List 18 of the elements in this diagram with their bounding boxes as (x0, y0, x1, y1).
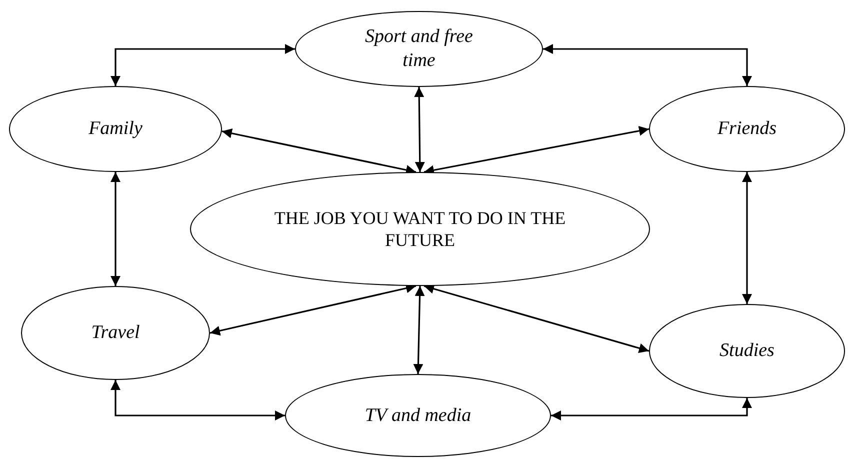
topic-label: Travel (91, 321, 140, 345)
double-arrow (210, 283, 416, 336)
topic-label: Studies (720, 339, 774, 363)
topic-label: Friends (717, 117, 777, 141)
topic-label: Family (88, 117, 142, 141)
double-arrow (551, 398, 752, 420)
topic-label: THE JOB YOU WANT TO DO IN THE FUTURE (273, 206, 567, 252)
double-arrow (413, 286, 425, 374)
double-arrow (414, 86, 425, 172)
double-arrow (110, 380, 285, 420)
topic-label: TV and media (364, 404, 472, 428)
double-arrow (424, 284, 650, 354)
double-arrow (110, 44, 295, 86)
double-arrow (742, 172, 752, 304)
topic-label: Sport and free time (364, 25, 474, 73)
double-arrow (222, 128, 416, 175)
double-arrow (110, 172, 120, 286)
double-arrow (543, 44, 752, 86)
